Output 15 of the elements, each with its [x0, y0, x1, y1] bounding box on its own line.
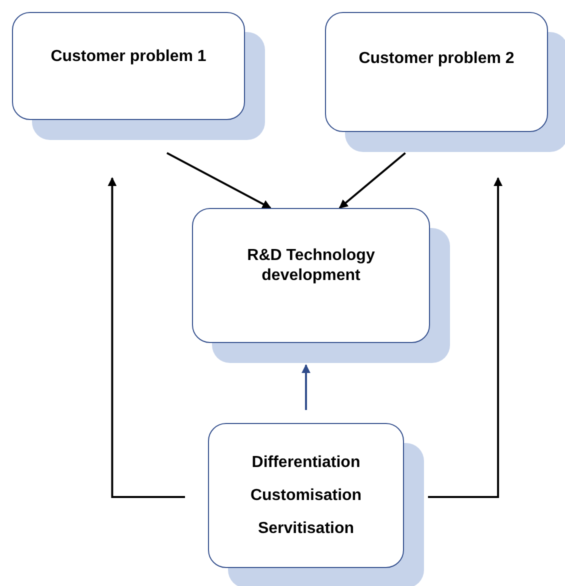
arrow — [302, 364, 310, 410]
box-label: Differentiation — [252, 452, 360, 472]
box-label: Servitisation — [258, 519, 354, 538]
box-label: Customer problem 1 — [50, 47, 206, 67]
arrow — [166, 152, 272, 209]
arrow — [108, 177, 185, 498]
box-label: Customer problem 2 — [358, 49, 514, 69]
rounded-box — [12, 12, 245, 120]
box-label: R&D Technology development — [246, 246, 376, 285]
arrow — [428, 177, 503, 498]
rounded-box — [192, 208, 430, 343]
rounded-box — [325, 12, 548, 132]
rounded-box — [208, 423, 404, 568]
box-label: Customisation — [250, 486, 362, 506]
arrow — [338, 152, 406, 209]
